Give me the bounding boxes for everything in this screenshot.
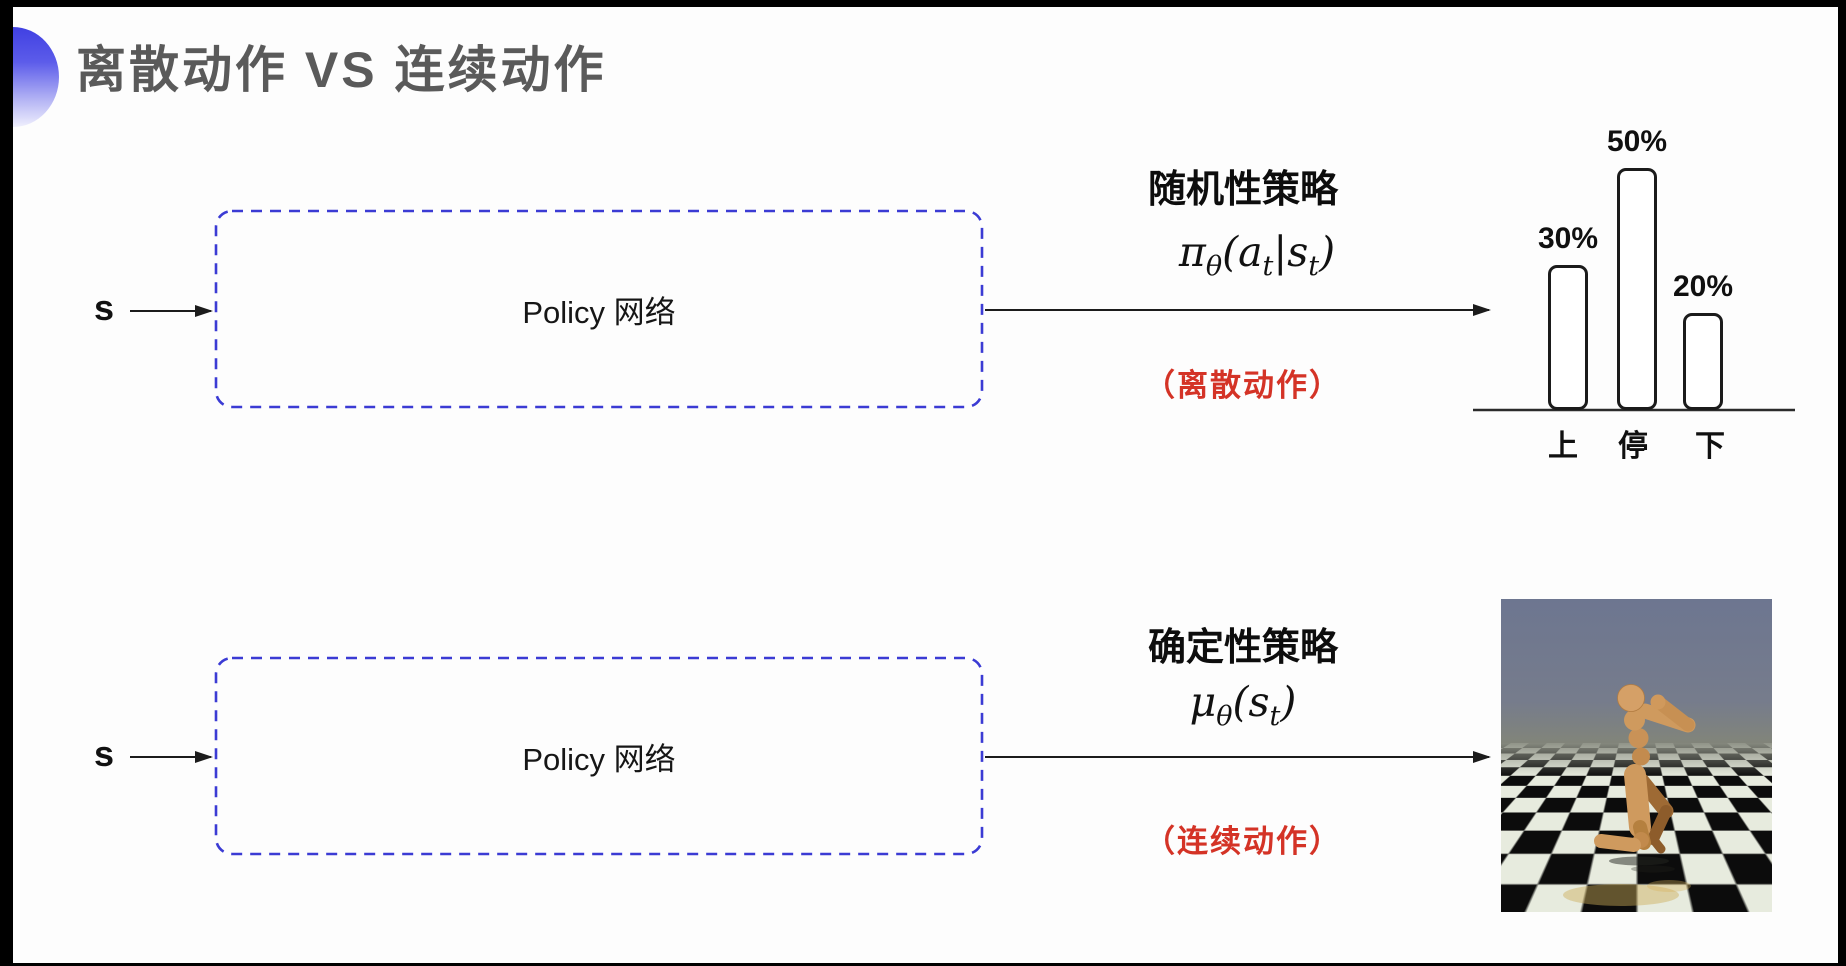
chart-category-labels: 上 停 下: [1473, 421, 1795, 463]
bar-down: [1683, 313, 1723, 410]
frame-edge-left: [0, 0, 13, 966]
state-input-label-2: s: [93, 733, 115, 774]
humanoid-simulation-image: [1501, 599, 1772, 912]
continuous-action-note: （连续动作）: [1144, 824, 1342, 859]
stochastic-policy-formula: πθ(at|st): [1178, 228, 1336, 283]
humanoid-robot-icon: [1563, 684, 1696, 906]
bar-group-stop: 50%: [1607, 125, 1667, 410]
title-bullet-icon: [13, 27, 59, 127]
frame-edge-top: [0, 0, 1846, 7]
policy-network-label-2: Policy 网络: [522, 741, 676, 777]
policy-network-label-1: Policy 网络: [522, 294, 676, 330]
deterministic-policy-formula: μθ(st): [1189, 678, 1297, 733]
bar-value-label: 50%: [1606, 125, 1668, 158]
discrete-action-note: （离散动作）: [1144, 368, 1342, 403]
bar-up: [1548, 265, 1588, 410]
stochastic-policy-title: 随机性策略: [1147, 169, 1338, 211]
page-title: 离散动作 VS 连续动作: [76, 42, 607, 98]
category-label-stop: 停: [1618, 430, 1648, 463]
frame-edge-right: [1838, 0, 1846, 966]
bar-stop: [1617, 168, 1657, 410]
action-probability-chart: 30% 50% 20%: [1473, 100, 1795, 410]
state-input-label-1: s: [93, 287, 115, 328]
bar-value-label: 20%: [1672, 270, 1734, 303]
category-label-up: 上: [1548, 430, 1578, 463]
deterministic-policy-title: 确定性策略: [1147, 627, 1338, 669]
bar-value-label: 30%: [1537, 222, 1599, 255]
frame-edge-bottom: [0, 963, 1846, 966]
bar-group-up: 30%: [1538, 222, 1598, 410]
category-label-down: 下: [1695, 430, 1725, 463]
bar-group-down: 20%: [1673, 270, 1733, 410]
